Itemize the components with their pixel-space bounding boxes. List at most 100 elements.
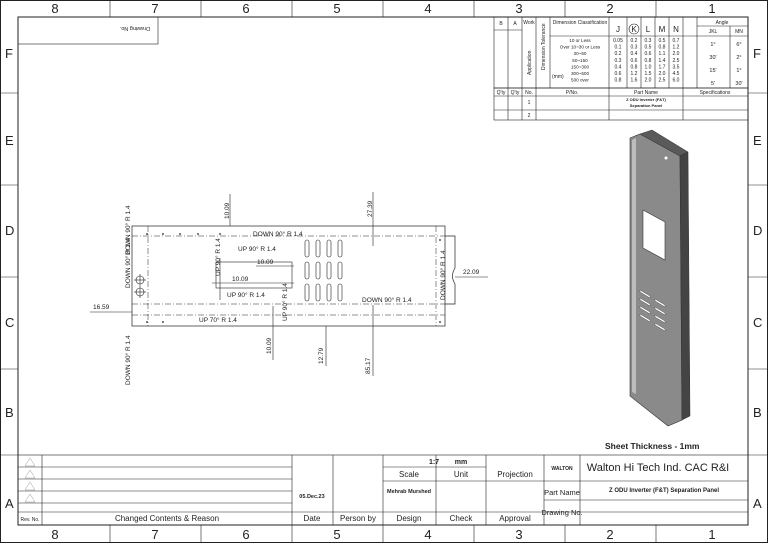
dim-text: 10.09 <box>224 202 231 219</box>
tolerance-value: 1.0 <box>645 64 652 70</box>
col-label: 4 <box>424 527 431 542</box>
dim-text: 10.09 <box>232 276 249 283</box>
row-label: C <box>753 315 762 330</box>
dim-text: 27.39 <box>367 200 374 217</box>
part-name-header: Part Name <box>634 90 658 96</box>
tolerance-value: 1.6 <box>631 78 638 84</box>
application-label: Application <box>527 50 533 75</box>
dim-text: 10.09 <box>266 337 273 354</box>
tolerance-value: 0.3 <box>631 45 638 51</box>
drawing-no-box <box>17 16 159 45</box>
col-label: 2 <box>606 527 613 542</box>
tolerance-value: 0.7 <box>673 38 680 44</box>
grade-m: M <box>659 25 666 34</box>
work-header: Work <box>523 20 535 26</box>
bend-label: UP 90° R 1.4 <box>227 291 265 299</box>
tolerance-value: 2.0 <box>673 51 680 57</box>
col-label: 1 <box>708 1 715 16</box>
parts-list: Q'ty Q'ty No. P/No. Part Name Specificat… <box>493 87 749 121</box>
row-label: A <box>753 496 762 511</box>
dim-text: 12.79 <box>318 347 325 364</box>
tolerance-value: 0.2 <box>631 38 638 44</box>
row-label: D <box>753 223 762 238</box>
tolerance-table: B A Work Dimension Classification Applic… <box>493 16 749 89</box>
tolerance-value: 0.05 <box>613 38 623 44</box>
walton-logo: WALTON <box>551 466 573 472</box>
col-label: 6 <box>242 527 249 542</box>
tolerance-range: 500 over <box>571 78 589 83</box>
pno-header: P/No. <box>566 90 579 96</box>
bend-label: UP 90° R 1.4 <box>214 238 222 276</box>
angle-value: 30' <box>735 81 742 87</box>
row-labels-right: F E D C B A <box>753 46 762 511</box>
qty-header-b: Q'ty <box>497 90 506 96</box>
row-label: B <box>5 405 14 420</box>
tolerance-value: 1.1 <box>659 51 666 57</box>
part-name-value: Z ODU Inverter (F&T) Separation Panel <box>609 488 719 494</box>
drawing-no-label: Drawing No. <box>541 508 582 517</box>
tolerance-value: 0.8 <box>631 64 638 70</box>
tolerance-value: 4.5 <box>673 71 680 77</box>
bend-label: DOWN 90° R 1.4 <box>124 238 132 288</box>
tolerance-value: 1.4 <box>659 58 666 64</box>
date-label: Date <box>304 514 321 523</box>
qty-header-a: Q'ty <box>511 90 520 96</box>
row-label: F <box>753 46 761 61</box>
bend-labels: DOWN 90° R 1.4 UP 90° R 1.4 UP 90° R 1.4… <box>124 205 447 385</box>
tolerance-value: 2.0 <box>659 71 666 77</box>
no-header: No. <box>525 90 533 96</box>
col-b-header: B <box>499 21 503 27</box>
tolerance-value: 3.5 <box>673 64 680 70</box>
grade-k: K <box>631 25 637 34</box>
tolerance-value: 0.2 <box>615 51 622 57</box>
column-labels-top: 8 7 6 5 4 3 2 1 <box>51 1 715 16</box>
company-name: Walton Hi Tech Ind. CAC R&I <box>587 462 729 474</box>
angle-value: 2° <box>736 55 741 61</box>
bend-label: UP 70° R 1.4 <box>199 316 237 324</box>
col-label: 2 <box>606 1 613 16</box>
angle-value: 1° <box>710 42 715 48</box>
bend-label: DOWN 90° R 1.4 <box>362 296 412 304</box>
unit-label: (mm) <box>552 74 564 80</box>
tolerance-range: 50~150 <box>572 58 588 63</box>
tolerance-range: 10 or Less <box>569 38 591 43</box>
projection-label: Projection <box>497 470 533 479</box>
col-label: 4 <box>424 1 431 16</box>
bend-label: DOWN 90° R 1.4 <box>124 205 132 255</box>
col-label: 3 <box>515 527 522 542</box>
dim-tolerance-label: Dimension Tolerance <box>541 23 547 70</box>
part-row-name: Separation Panel <box>630 103 662 108</box>
revision-markers <box>24 457 36 503</box>
unit-label: Unit <box>454 470 469 479</box>
angle-value: 15' <box>709 68 716 74</box>
tolerance-value: 0.6 <box>631 58 638 64</box>
row-label: B <box>753 405 762 420</box>
tolerance-value: 0.8 <box>615 78 622 84</box>
col-label: 1 <box>708 527 715 542</box>
tolerance-range: Over 10~30 or Less <box>560 45 601 50</box>
angle-value: 30' <box>709 55 716 61</box>
tolerance-value: 1.2 <box>673 45 680 51</box>
col-a-header: A <box>513 21 517 27</box>
angle-value: 1° <box>736 68 741 74</box>
col-label: 6 <box>242 1 249 16</box>
row-label: F <box>5 46 13 61</box>
row-label: E <box>5 133 14 148</box>
changed-contents-label: Changed Contents & Reason <box>115 514 219 523</box>
col-label: 7 <box>151 1 158 16</box>
tolerance-value: 1.7 <box>659 64 666 70</box>
col-label: 5 <box>333 527 340 542</box>
tolerance-range: 30~50 <box>574 51 587 56</box>
flat-pattern-view <box>90 192 488 376</box>
drawing-no-label-inverted: Drawing No. <box>119 25 150 31</box>
row-label: E <box>753 133 762 148</box>
scale-label: Scale <box>399 470 420 479</box>
approval-label: Approval <box>499 514 531 523</box>
dim-text: 10.09 <box>257 259 274 266</box>
column-labels-bottom: 8 7 6 5 4 3 2 1 <box>51 527 715 542</box>
tolerance-value: 2.0 <box>645 78 652 84</box>
bend-label: UP 90° R 1.4 <box>281 283 289 321</box>
designer-value: Mehrab Murshed <box>387 489 431 495</box>
